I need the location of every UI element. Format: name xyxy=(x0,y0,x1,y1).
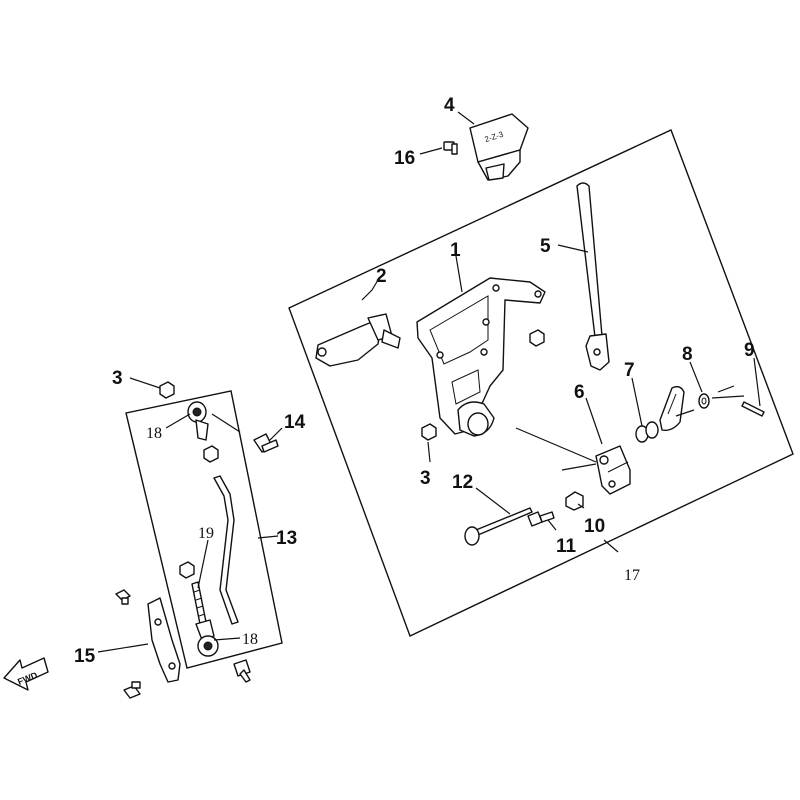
screw-plate-bottom xyxy=(123,681,141,699)
callout-18-upper: 18 xyxy=(146,425,162,442)
callout-15: 15 xyxy=(74,646,96,667)
fitting-7 xyxy=(635,385,685,443)
cotter-pin-9 xyxy=(741,401,765,417)
shift-rod xyxy=(576,182,610,371)
shift-knob: 2-Z-3 xyxy=(469,113,529,181)
assembly-frame-13 xyxy=(125,390,283,669)
callout-17: 17 xyxy=(624,567,640,584)
screw-16 xyxy=(443,141,458,155)
assembly-frame-17 xyxy=(288,129,794,637)
nut-10 xyxy=(565,491,584,511)
callout-8: 8 xyxy=(682,344,693,365)
callout-3-lower: 3 xyxy=(420,468,431,489)
leader-lines xyxy=(97,111,761,653)
callout-16: 16 xyxy=(394,148,415,169)
ball-joint-18-lower xyxy=(195,619,219,657)
main-bracket xyxy=(416,277,546,437)
clevis-6 xyxy=(595,445,631,495)
pin-12 xyxy=(464,507,533,546)
linkage-rod-13 xyxy=(213,475,239,625)
bolt-11 xyxy=(527,511,555,527)
bolt-lower-13 xyxy=(233,659,251,683)
callout-12: 12 xyxy=(452,472,473,493)
nut-3-lower xyxy=(421,423,437,441)
callout-10: 10 xyxy=(584,516,605,537)
callout-14: 14 xyxy=(284,412,306,433)
ball-joint-18-upper xyxy=(187,401,209,441)
callout-6: 6 xyxy=(574,382,585,403)
callout-2: 2 xyxy=(376,266,387,287)
nut-3-upper xyxy=(159,381,175,399)
nut-bracket-side xyxy=(529,329,545,347)
callout-19: 19 xyxy=(198,525,214,542)
callout-13: 13 xyxy=(276,528,297,549)
callout-3-upper: 3 xyxy=(112,368,123,389)
callout-4: 4 xyxy=(444,95,455,116)
screw-plate-top xyxy=(115,589,131,605)
callout-7: 7 xyxy=(624,360,635,381)
washer-8 xyxy=(698,393,710,409)
bolt-14 xyxy=(253,433,279,453)
callout-18-lower: 18 xyxy=(242,631,258,648)
callout-9: 9 xyxy=(744,340,755,361)
nut-ball-joint xyxy=(203,445,219,463)
lever-arm xyxy=(315,313,401,367)
callout-11: 11 xyxy=(556,536,577,557)
callout-5: 5 xyxy=(540,236,551,257)
plate-15 xyxy=(147,597,181,683)
fwd-arrow: FWD xyxy=(3,657,49,691)
threaded-stud-19 xyxy=(179,561,207,625)
callout-1: 1 xyxy=(450,240,461,261)
